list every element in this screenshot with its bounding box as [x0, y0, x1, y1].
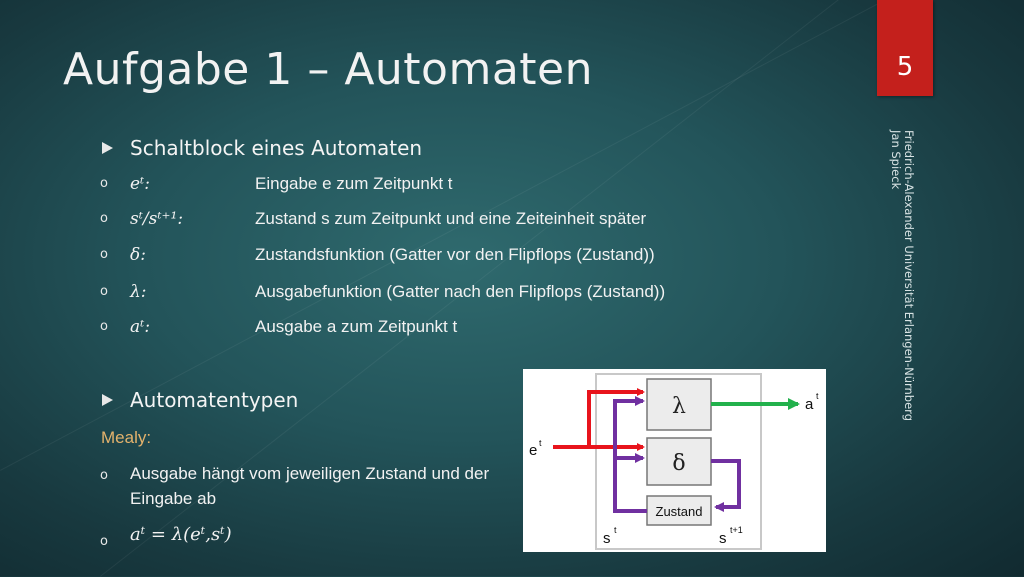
state-feedback-arrow — [711, 459, 741, 512]
delta-block — [646, 437, 712, 486]
item-description: Zustandsfunktion (Gatter vor den Flipflo… — [255, 245, 655, 264]
university-name: Friedrich-Alexander Universität Erlangen… — [902, 130, 916, 422]
lambda-label: λ — [672, 394, 686, 419]
item-symbol: sᵗ/sᵗ⁺¹: — [130, 209, 184, 229]
list-item: o aᵗ: Ausgabe a zum Zeitpunkt t — [100, 317, 820, 341]
output-superscript: t — [816, 391, 819, 401]
diagram-svg: λ δ Zustand e t a t s t s t+1 — [529, 373, 819, 550]
circle-bullet-icon: o — [100, 176, 108, 191]
list-item: o eᵗ: Eingabe e zum Zeitpunkt t — [100, 174, 820, 198]
state-right-label: s — [719, 530, 727, 547]
triangle-bullet-icon — [102, 394, 113, 406]
author-name: Jan Spieck — [889, 130, 903, 190]
state-right-superscript: t+1 — [730, 525, 743, 535]
output-label: a — [805, 396, 814, 413]
input-label: e — [529, 442, 537, 459]
mealy-description: Ausgabe hängt vom jeweiligen Zustand und… — [130, 464, 490, 508]
circle-bullet-icon: o — [100, 211, 108, 226]
circle-bullet-icon: o — [100, 534, 108, 549]
slide-title: Aufgabe 1 – Automaten — [63, 44, 594, 95]
item-symbol: δ: — [130, 245, 146, 265]
item-description: Ausgabe a zum Zeitpunkt t — [255, 317, 458, 336]
lambda-block — [646, 378, 712, 431]
zustand-label: Zustand — [656, 504, 703, 519]
section-heading-automatentypen: Automatentypen — [102, 388, 298, 412]
item-description: Ausgabefunktion (Gatter nach den Flipflo… — [255, 282, 666, 301]
input-arrow-lambda — [587, 388, 645, 447]
item-symbol: eᵗ: — [130, 174, 150, 194]
input-superscript: t — [539, 438, 542, 448]
state-left-superscript: t — [614, 525, 617, 535]
state-arrow-delta — [613, 453, 647, 513]
heading-text: Schaltblock eines Automaten — [130, 136, 423, 160]
list-item: o sᵗ/sᵗ⁺¹: Zustand s zum Zeitpunkt und e… — [100, 209, 820, 233]
state-left-label: s — [603, 530, 611, 547]
item-symbol: aᵗ: — [130, 317, 151, 337]
delta-label: δ — [672, 451, 685, 476]
triangle-bullet-icon — [102, 142, 113, 154]
circle-bullet-icon: o — [100, 247, 108, 262]
mealy-label: Mealy: — [101, 428, 152, 447]
state-arrow-lambda — [613, 396, 645, 458]
circle-bullet-icon: o — [100, 284, 108, 299]
item-description: Zustand s zum Zeitpunkt und eine Zeitein… — [255, 209, 647, 228]
automaton-block-diagram: λ δ Zustand e t a t s t s t+1 — [523, 369, 826, 552]
heading-text: Automatentypen — [130, 388, 299, 412]
item-symbol: λ: — [130, 282, 147, 302]
circle-bullet-icon: o — [100, 319, 108, 334]
side-footer: Friedrich-Alexander Universität Erlangen… — [889, 130, 916, 422]
zustand-block — [646, 495, 712, 526]
frame-outline — [595, 373, 762, 550]
item-description: Eingabe e zum Zeitpunkt t — [255, 174, 453, 193]
page-number-tab: 5 — [877, 0, 933, 96]
section-heading-schaltblock: Schaltblock eines Automaten — [102, 136, 422, 160]
mealy-formula: aᵗ = λ(eᵗ,sᵗ) — [130, 524, 232, 545]
circle-bullet-icon: o — [100, 468, 108, 483]
list-item: o δ: Zustandsfunktion (Gatter vor den Fl… — [100, 245, 820, 269]
list-item: o λ: Ausgabefunktion (Gatter nach den Fl… — [100, 282, 820, 306]
page-number: 5 — [896, 52, 914, 82]
